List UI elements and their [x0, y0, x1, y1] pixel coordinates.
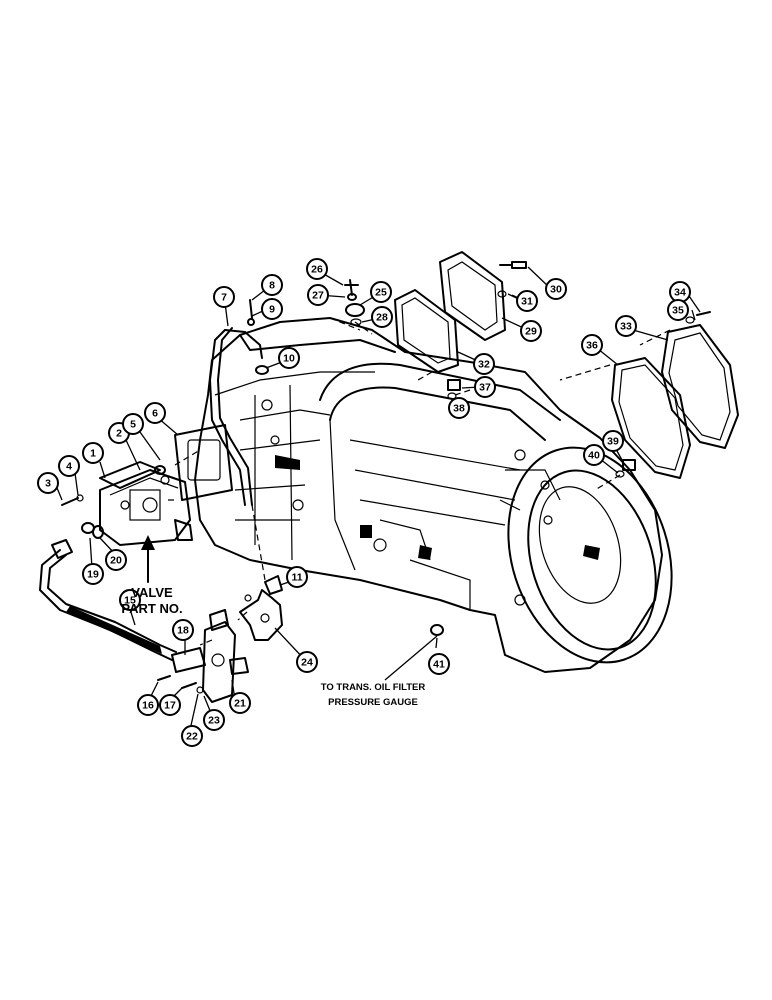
callout-label: 17	[164, 700, 176, 712]
callout-label: 7	[221, 292, 227, 304]
callout-label: 6	[152, 408, 158, 420]
tube-7	[209, 329, 246, 506]
callout-circle	[105, 549, 127, 571]
bracket-24	[239, 589, 283, 641]
callout-circle	[371, 306, 393, 328]
callout-circle	[448, 397, 470, 419]
valve-arrow	[141, 535, 155, 583]
callout-circle	[144, 402, 166, 424]
callout-circle	[516, 290, 538, 312]
callout-circle	[428, 653, 450, 675]
tube-7b	[217, 327, 253, 506]
callout-circle	[203, 709, 225, 731]
gasket-32	[394, 289, 459, 373]
callout-label: 27	[312, 290, 324, 302]
callout-label: 22	[186, 731, 198, 743]
callout-circle	[667, 299, 689, 321]
callout-circle	[229, 692, 251, 714]
gauge-note-line2: PRESSURE GAUGE	[328, 697, 418, 708]
callout-label: 8	[269, 280, 275, 292]
callout-circle	[137, 694, 159, 716]
valve-note-line2: PART NO.	[121, 601, 182, 616]
callout-label: 36	[586, 340, 598, 352]
callout-label: 21	[234, 698, 246, 710]
cover-33	[661, 324, 739, 449]
callout-circle	[296, 651, 318, 673]
gasket-36	[611, 357, 691, 479]
callout-circle	[474, 376, 496, 398]
callout-label: 28	[376, 312, 388, 324]
callout-circle	[159, 694, 181, 716]
callout-label: 39	[607, 436, 619, 448]
callout-circle	[520, 320, 542, 342]
hose-15	[39, 549, 173, 661]
callout-label: 35	[672, 305, 684, 317]
callout-circle	[306, 258, 328, 280]
callout-circle	[213, 286, 235, 308]
callout-circle	[307, 284, 329, 306]
callout-circle	[37, 472, 59, 494]
callout-label: 29	[525, 326, 537, 338]
callout-label: 37	[479, 382, 491, 394]
callout-label: 3	[45, 478, 51, 490]
callout-label: 16	[142, 700, 154, 712]
callout-circle	[261, 298, 283, 320]
callout-label: 10	[283, 353, 295, 365]
callout-label: 24	[301, 657, 313, 669]
callout-circle	[82, 442, 104, 464]
callout-circle	[278, 347, 300, 369]
callout-circle	[122, 413, 144, 435]
transmission-housing	[194, 317, 673, 673]
valve-note-line1: VALVE	[131, 585, 173, 600]
callout-circle	[545, 278, 567, 300]
callout-circle	[82, 563, 104, 585]
cover-29	[439, 251, 506, 341]
callout-label: 34	[674, 287, 686, 299]
callout-circle	[261, 274, 283, 296]
callout-label: 32	[478, 359, 490, 371]
callout-circle	[581, 334, 603, 356]
callout-label: 30	[550, 284, 562, 296]
callout-label: 20	[110, 555, 122, 567]
callout-label: 25	[375, 287, 387, 299]
callout-label: 9	[269, 304, 275, 316]
callout-label: 19	[87, 569, 99, 581]
callout-label: 23	[208, 715, 220, 727]
callout-label: 31	[521, 296, 533, 308]
callout-label: 4	[66, 461, 72, 473]
callout-label: 11	[291, 572, 302, 584]
callout-circle	[370, 281, 392, 303]
callout-label: 33	[620, 321, 632, 333]
callout-label: 15	[124, 595, 136, 607]
small-parts	[61, 261, 711, 694]
callout-label: 18	[177, 625, 189, 637]
gauge-note-line1: TO TRANS. OIL FILTER	[321, 682, 426, 693]
callout-circle	[473, 353, 495, 375]
callout-label: 38	[453, 403, 465, 415]
callout-label: 1	[90, 448, 96, 460]
callout-label: 41	[433, 659, 445, 671]
callout-circle	[172, 619, 194, 641]
callout-circle	[119, 589, 141, 611]
callout-circle	[58, 455, 80, 477]
callout-label: 40	[588, 450, 600, 462]
callout-circle	[583, 444, 605, 466]
callout-circle	[602, 430, 624, 452]
callout-circle	[615, 315, 637, 337]
callout-label: 5	[130, 419, 136, 431]
callout-label: 2	[116, 428, 122, 440]
callout-circle	[286, 566, 308, 588]
callout-circle	[181, 725, 203, 747]
alignment-lines	[168, 294, 671, 646]
callout-label: 26	[311, 264, 323, 276]
